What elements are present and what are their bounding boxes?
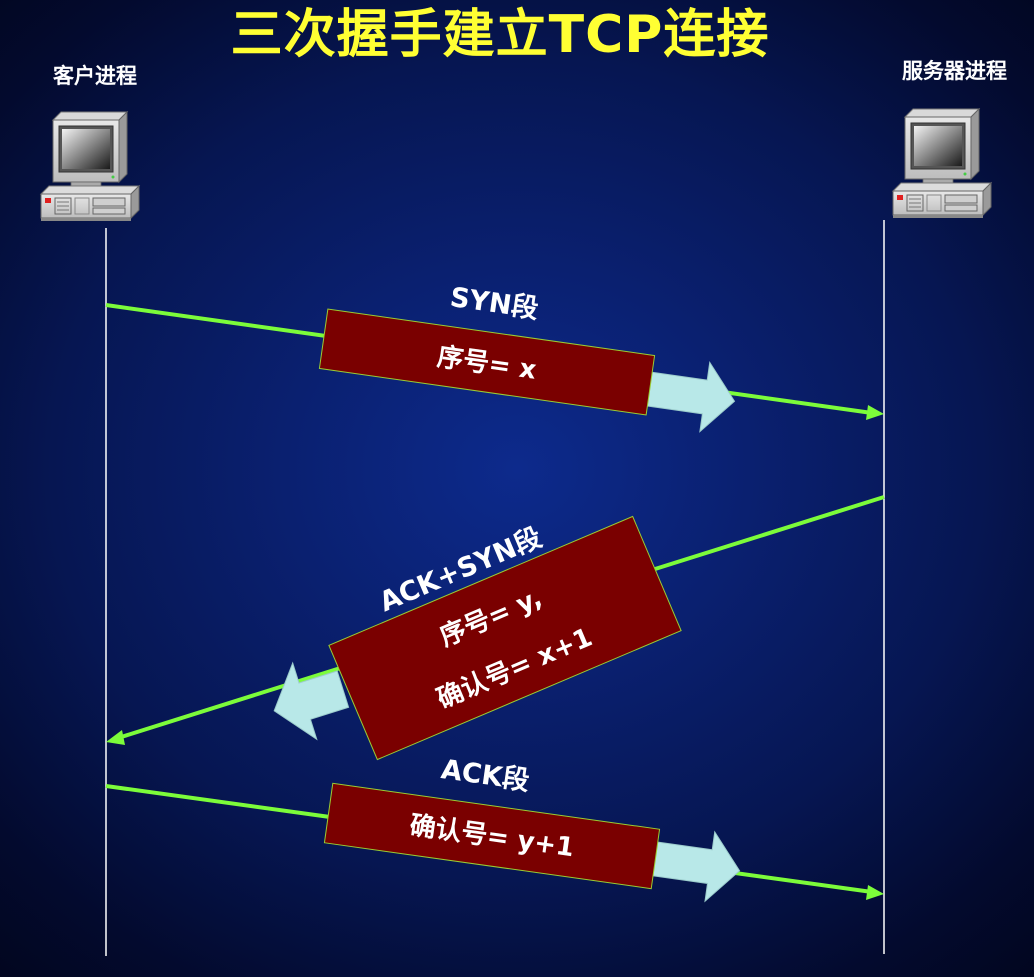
syn-segment-box: 序号= x [318,308,656,416]
ack-segment-name: ACK段 [439,754,531,797]
client-computer-icon [40,111,140,222]
server-computer-icon [892,108,992,219]
syn-segment-name: SYN段 [448,282,540,325]
ack-segment-box: 确认号= y+1 [323,782,661,890]
synack-direction-arrow [273,661,350,741]
page-title: 三次握手建立TCP连接 [230,5,770,65]
server-process-label: 服务器进程 [902,58,1007,83]
client-process-label: 客户进程 [53,63,137,88]
